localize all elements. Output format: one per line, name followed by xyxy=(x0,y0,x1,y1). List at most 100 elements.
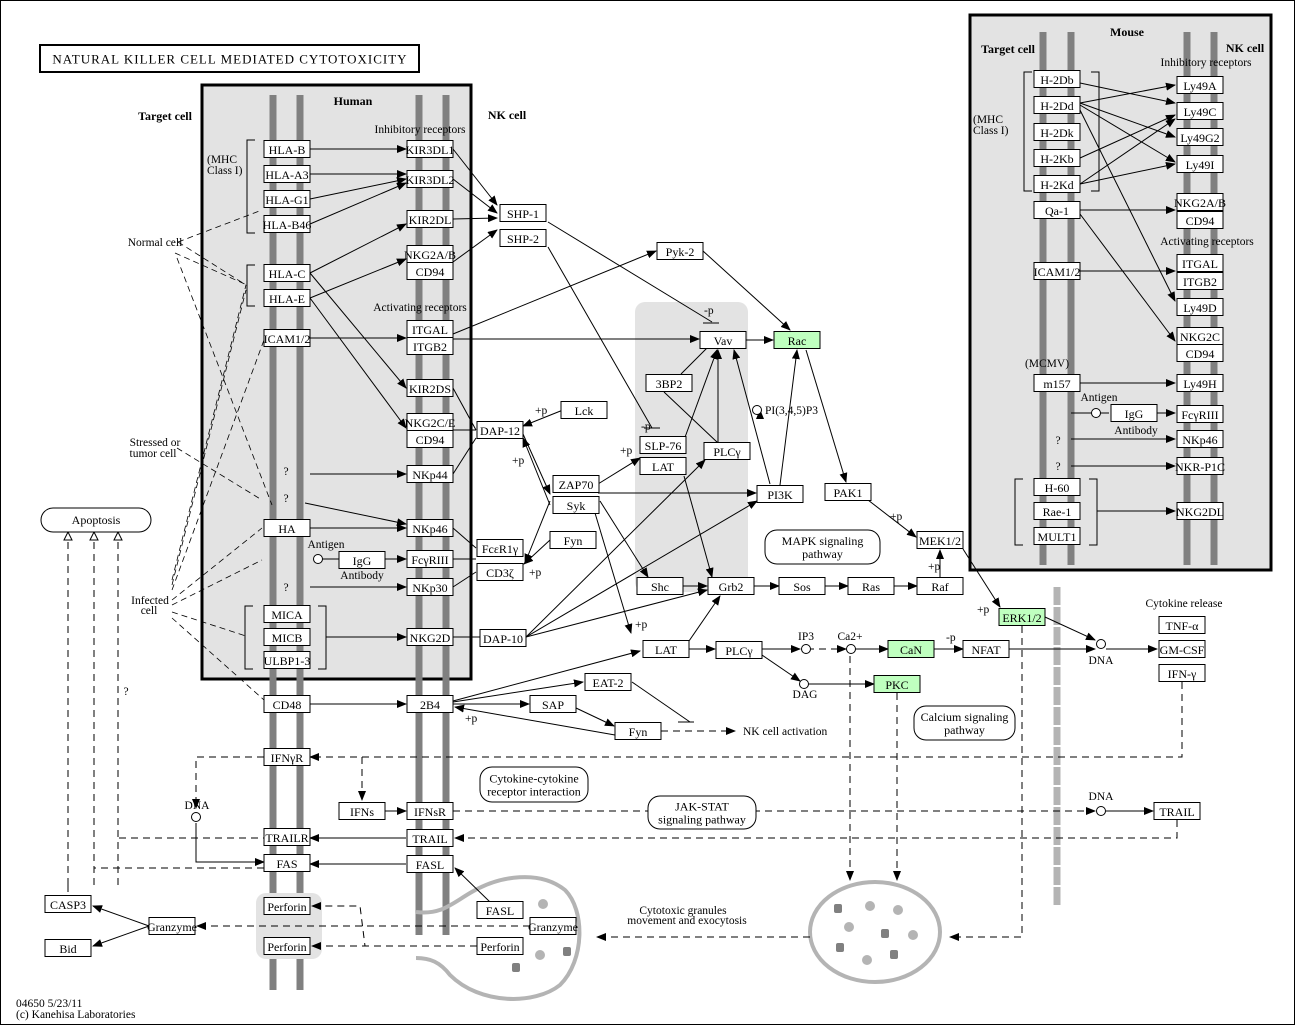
gene-node-plcg2[interactable]: PLCγ xyxy=(715,641,763,659)
gene-node-trail[interactable]: TRAIL xyxy=(406,829,454,847)
gene-node-nkp46m[interactable]: NKp46 xyxy=(1176,430,1224,448)
gene-node-h2kd[interactable]: H-2Kd xyxy=(1033,175,1081,193)
gene-node-shp2[interactable]: SHP-2 xyxy=(499,229,547,247)
gene-node-ly49i[interactable]: Ly49I xyxy=(1176,155,1224,173)
gene-node-ly49c[interactable]: Ly49C xyxy=(1176,102,1224,120)
gene-node-sos[interactable]: Sos xyxy=(778,577,826,595)
gene-node-nkrp1c[interactable]: NKR-P1C xyxy=(1175,457,1225,475)
gene-node-nkp44[interactable]: NKp44 xyxy=(406,465,454,483)
gene-node-ras[interactable]: Ras xyxy=(847,577,895,595)
gene-node-b2b4[interactable]: 2B4 xyxy=(406,695,454,713)
gene-node-gmcsf[interactable]: GM-CSF xyxy=(1158,640,1206,658)
gene-node-cd94a[interactable]: CD94 xyxy=(406,262,454,280)
gene-node-nkp30[interactable]: NKp30 xyxy=(406,578,454,596)
gene-node-pi3k[interactable]: PI3K xyxy=(756,485,804,503)
gene-node-hla-a3[interactable]: HLA-A3 xyxy=(263,165,311,183)
gene-node-nkg2dl[interactable]: NKG2DL xyxy=(1176,502,1224,520)
gene-node-cd94m[interactable]: CD94 xyxy=(1176,211,1224,229)
gene-node-cd94b[interactable]: CD94 xyxy=(406,430,454,448)
gene-node-itgal[interactable]: ITGAL xyxy=(406,320,454,338)
gene-node-cd48[interactable]: CD48 xyxy=(263,695,311,713)
gene-node-hla-b46[interactable]: HLA-B46 xyxy=(263,215,312,233)
gene-node-plcg1[interactable]: PLCγ xyxy=(703,442,751,460)
gene-node-icamm[interactable]: ICAM1/2 xyxy=(1033,262,1081,280)
gene-node-fcgrm[interactable]: FcγRIII xyxy=(1176,405,1224,423)
gene-node-slp76[interactable]: SLP-76 xyxy=(639,436,687,454)
gene-node-hla-b[interactable]: HLA-B xyxy=(263,140,311,158)
gene-node-granz1[interactable]: Granzyme xyxy=(147,917,197,935)
gene-node-ha[interactable]: HA xyxy=(263,519,311,537)
gene-node-eat2[interactable]: EAT-2 xyxy=(584,673,632,691)
gene-node-nkg2ab[interactable]: NKG2A/B xyxy=(404,245,456,263)
gene-node-iggm[interactable]: IgG xyxy=(1110,404,1158,422)
gene-node-bid[interactable]: Bid xyxy=(44,939,92,957)
gene-node-h2db[interactable]: H-2Db xyxy=(1033,70,1081,88)
gene-node-nfat[interactable]: NFAT xyxy=(962,640,1010,658)
gene-node-itgb2m[interactable]: ITGB2 xyxy=(1176,272,1224,290)
gene-node-h2kb[interactable]: H-2Kb xyxy=(1033,149,1081,167)
gene-node-lata[interactable]: LAT xyxy=(639,457,687,475)
gene-node-shp1[interactable]: SHP-1 xyxy=(499,204,547,222)
gene-node-fasl2[interactable]: FASL xyxy=(476,901,524,919)
gene-node-h60[interactable]: H-60 xyxy=(1033,478,1081,496)
gene-node-trail2[interactable]: TRAIL xyxy=(1153,802,1201,820)
gene-node-fyn1[interactable]: Fyn xyxy=(549,531,597,549)
pathway-link-apoptosis[interactable]: Apoptosis xyxy=(40,507,152,533)
gene-node-nkg2d[interactable]: NKG2D xyxy=(406,628,454,646)
gene-node-ly49a[interactable]: Ly49A xyxy=(1176,76,1224,94)
gene-node-ulbp[interactable]: ULBP1-3 xyxy=(263,651,311,669)
gene-node-fyn2[interactable]: Fyn xyxy=(614,722,662,740)
gene-node-cd94m2[interactable]: CD94 xyxy=(1176,344,1224,362)
gene-node-fasl[interactable]: FASL xyxy=(406,855,454,873)
gene-node-perf1[interactable]: Perforin xyxy=(263,897,311,915)
gene-node-m157[interactable]: m157 xyxy=(1033,374,1081,392)
gene-node-kir2dl[interactable]: KIR2DL xyxy=(406,210,454,228)
gene-node-ly49d[interactable]: Ly49D xyxy=(1176,298,1224,316)
gene-node-latb[interactable]: LAT xyxy=(642,640,690,658)
gene-node-sap[interactable]: SAP xyxy=(529,695,577,713)
gene-node-mica[interactable]: MICA xyxy=(263,605,311,623)
gene-node-trailr[interactable]: TRAILR xyxy=(263,828,311,846)
gene-node-itgb2[interactable]: ITGB2 xyxy=(406,337,454,355)
gene-node-kir3dl1[interactable]: KIR3DL1 xyxy=(406,140,455,158)
gene-node-vav[interactable]: Vav xyxy=(699,331,747,349)
gene-node-igg[interactable]: IgG xyxy=(338,551,386,569)
gene-node-qa1[interactable]: Qa-1 xyxy=(1033,201,1081,219)
gene-node-mult1[interactable]: MULT1 xyxy=(1033,527,1081,545)
gene-node-hla-g1[interactable]: HLA-G1 xyxy=(263,190,311,208)
gene-node-syk[interactable]: Syk xyxy=(552,496,600,514)
gene-node-casp3[interactable]: CASP3 xyxy=(44,895,92,913)
gene-node-bp2[interactable]: 3BP2 xyxy=(645,374,693,392)
gene-node-h2dk[interactable]: H-2Dk xyxy=(1033,123,1081,141)
gene-node-fcer[interactable]: FcεR1γ xyxy=(476,539,524,557)
gene-node-pkc[interactable]: PKC xyxy=(873,675,921,693)
gene-node-fas[interactable]: FAS xyxy=(263,854,311,872)
gene-node-ifnsr[interactable]: IFNsR xyxy=(406,802,454,820)
gene-node-zap70[interactable]: ZAP70 xyxy=(552,475,600,493)
gene-node-pyk2[interactable]: Pyk-2 xyxy=(656,242,704,260)
gene-node-shc[interactable]: Shc xyxy=(636,577,684,595)
gene-node-ly49g2[interactable]: Ly49G2 xyxy=(1176,128,1224,146)
gene-node-perf2[interactable]: Perforin xyxy=(263,937,311,955)
gene-node-granz2[interactable]: Granzyme xyxy=(528,917,578,935)
gene-node-fcgr[interactable]: FcγRIII xyxy=(406,550,454,568)
gene-node-ifns[interactable]: IFNs xyxy=(338,802,386,820)
gene-node-nkg2cm[interactable]: NKG2C xyxy=(1176,327,1224,345)
gene-node-micb[interactable]: MICB xyxy=(263,628,311,646)
gene-node-nkp46[interactable]: NKp46 xyxy=(406,519,454,537)
gene-node-kir3dl2[interactable]: KIR3DL2 xyxy=(406,170,455,188)
gene-node-nkg2ce[interactable]: NKG2C/E xyxy=(405,413,456,431)
gene-node-ifng[interactable]: IFN-γ xyxy=(1158,664,1206,682)
gene-node-nkg2abm[interactable]: NKG2A/B xyxy=(1174,193,1226,211)
gene-node-raf[interactable]: Raf xyxy=(916,577,964,595)
gene-node-ifngr[interactable]: IFNγR xyxy=(263,748,311,766)
gene-node-tnfa[interactable]: TNF-α xyxy=(1158,616,1206,634)
gene-node-icam[interactable]: ICAM1/2 xyxy=(263,329,311,347)
gene-node-rac[interactable]: Rac xyxy=(773,331,821,349)
gene-node-hla-c[interactable]: HLA-C xyxy=(263,264,311,282)
gene-node-dap10[interactable]: DAP-10 xyxy=(479,629,527,647)
